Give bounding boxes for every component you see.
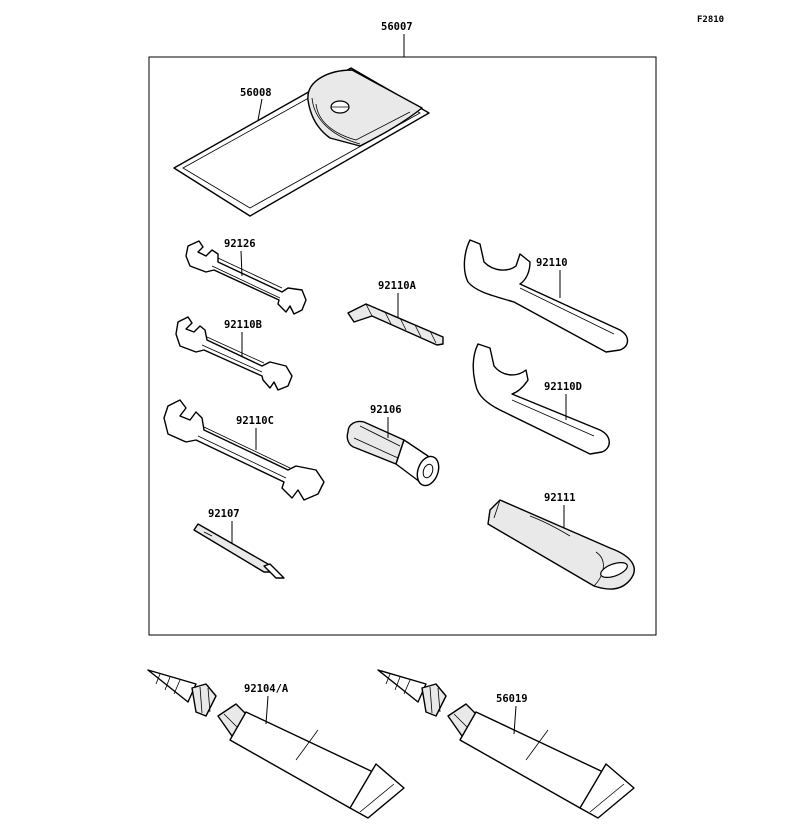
grease-tube-right-part-number: 56019 (496, 693, 528, 705)
kit-enclosure-box (148, 56, 657, 636)
grease-tube-right-drawing (377, 669, 635, 819)
hex-key-drawing (347, 303, 444, 346)
extension-handle-part-number: 92111 (544, 492, 576, 504)
tool-pouch-drawing (173, 67, 430, 217)
plug-tool-part-number: 92106 (370, 404, 402, 416)
pouch-leader-line (257, 98, 263, 121)
grease-tube-left-part-number: 92104/A (244, 683, 289, 695)
kit-part-number: 56007 (381, 21, 413, 33)
figure-code: F2810 (697, 15, 724, 25)
pouch-part-number: 56008 (240, 87, 272, 99)
upper-hook-wrench-part-number: 92110 (536, 257, 568, 269)
plug-tool-drawing (346, 420, 440, 487)
grease-tube-left-leader-line (265, 695, 269, 725)
lower-hook-wrench-drawing (472, 343, 610, 455)
lower-hook-wrench-part-number: 92110D (544, 381, 582, 393)
medium-wrench-part-number: 92110B (224, 319, 262, 331)
small-wrench-leader-line (240, 250, 243, 277)
grease-tube-right-leader-line (513, 705, 517, 735)
screwdriver-bit-drawing (193, 523, 285, 579)
medium-wrench-drawing (175, 316, 293, 391)
screwdriver-bit-part-number: 92107 (208, 508, 240, 520)
large-wrench-drawing (163, 399, 325, 501)
upper-hook-wrench-drawing (463, 239, 629, 353)
extension-handle-drawing (487, 499, 635, 590)
small-wrench-part-number: 92126 (224, 238, 256, 250)
small-wrench-drawing (185, 240, 307, 315)
grease-tube-left-drawing (147, 669, 405, 819)
hex-key-part-number: 92110A (378, 280, 417, 292)
large-wrench-part-number: 92110C (236, 415, 274, 427)
